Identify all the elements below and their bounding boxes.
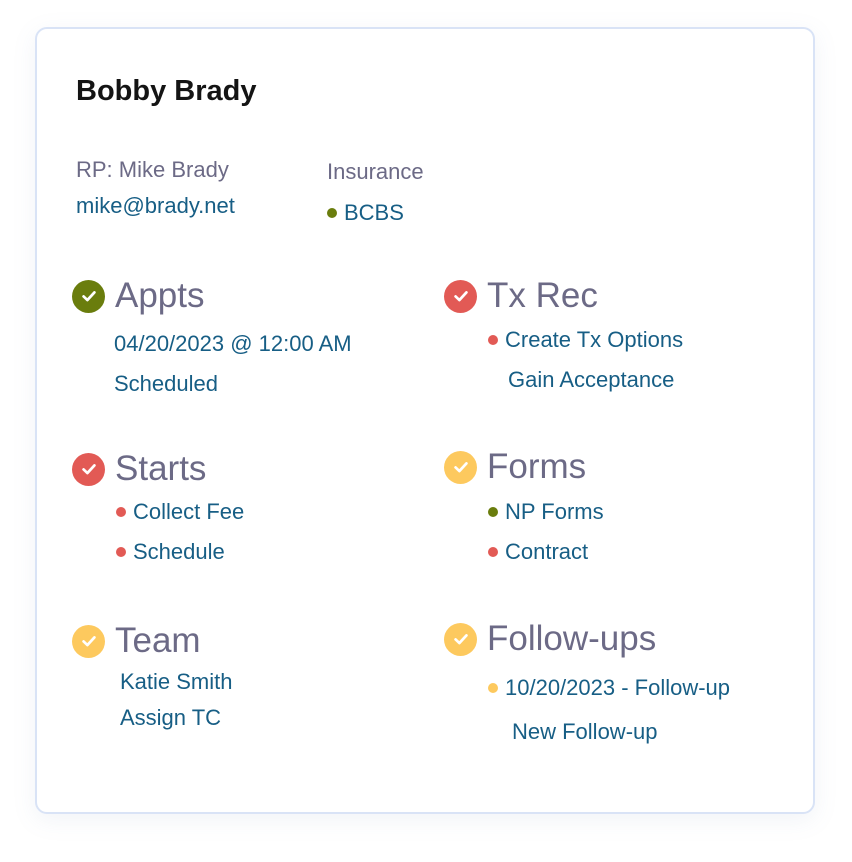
create-tx-options-link[interactable]: Create Tx Options [488,327,683,353]
appt-status-link[interactable]: Scheduled [114,371,218,396]
section-title: Forms [487,447,587,486]
item-label: Schedule [133,539,225,564]
schedule-link[interactable]: Schedule [116,539,225,565]
status-dot-icon [488,683,498,693]
collect-fee-link[interactable]: Collect Fee [116,499,244,525]
appt-datetime-link[interactable]: 04/20/2023 @ 12:00 AM [114,331,352,356]
insurance-label: Insurance [327,159,424,184]
gain-acceptance-link[interactable]: Gain Acceptance [508,367,674,393]
section-title: Appts [115,276,205,315]
section-forms: Forms [444,447,586,487]
insurance-name: BCBS [344,200,404,225]
check-circle-icon [444,450,477,484]
patient-name: Bobby Brady [76,75,257,107]
item-label: 10/20/2023 - Follow-up [505,675,731,700]
section-appts: Appts [72,276,205,316]
item-label: Gain Acceptance [508,367,675,392]
rp-email-link[interactable]: mike@brady.net [76,193,235,218]
new-followup-link[interactable]: New Follow-up [512,719,658,745]
item-label: Contract [505,539,589,564]
patient-card: Bobby Brady RP: Mike Brady mike@brady.ne… [35,27,815,814]
item-label: NP Forms [505,499,604,524]
team-member-link[interactable]: Katie Smith [120,669,233,694]
section-title: Follow-ups [487,619,657,658]
item-label: Collect Fee [133,499,245,524]
np-forms-link[interactable]: NP Forms [488,499,604,525]
check-circle-icon [72,624,105,658]
status-dot-icon [116,507,126,517]
contract-link[interactable]: Contract [488,539,588,565]
status-dot-icon [488,547,498,557]
section-tx-rec: Tx Rec [444,276,598,316]
assign-tc-link[interactable]: Assign TC [120,705,222,730]
status-dot-icon [116,547,126,557]
section-title: Tx Rec [487,276,598,315]
check-circle-icon [444,622,477,656]
followup-item-link[interactable]: 10/20/2023 - Follow-up [488,675,730,701]
status-dot-icon [327,208,337,218]
section-followups: Follow-ups [444,619,656,659]
section-team: Team [72,621,201,661]
check-circle-icon [444,279,477,313]
insurance-value[interactable]: BCBS [327,200,404,226]
section-title: Team [115,621,201,660]
item-label: Create Tx Options [505,327,684,352]
status-dot-icon [488,335,498,345]
section-title: Starts [115,449,207,488]
check-circle-icon [72,452,105,486]
responsible-party: RP: Mike Brady [76,157,229,182]
check-circle-icon [72,279,105,313]
section-starts: Starts [72,449,206,489]
status-dot-icon [488,507,498,517]
item-label: New Follow-up [512,719,658,744]
